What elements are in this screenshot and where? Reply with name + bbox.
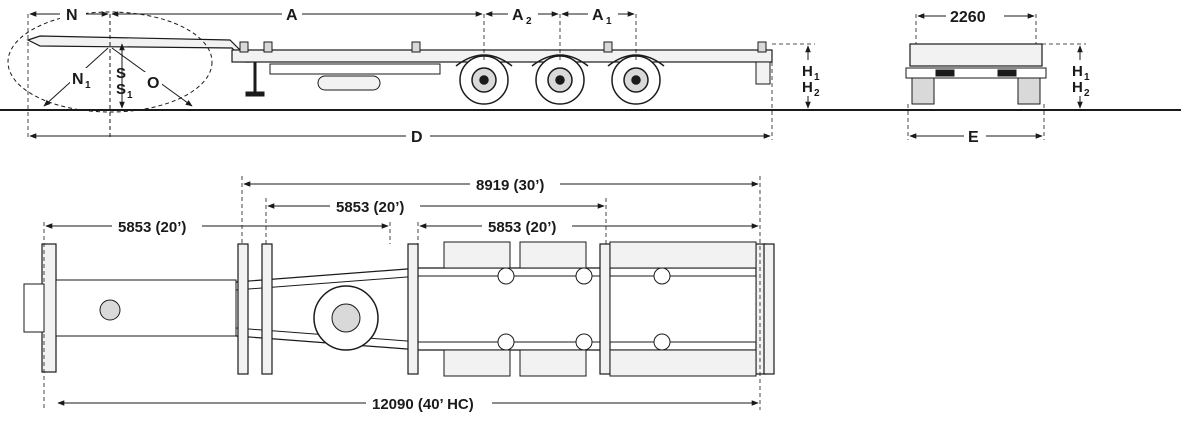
rear-bumper-bar	[905, 67, 1047, 79]
axle-hubs	[497, 267, 671, 351]
label-20ft-front: 5853 (20’)	[118, 219, 186, 236]
rear-label-H2: H	[1072, 79, 1083, 96]
rear-frame	[909, 43, 1043, 67]
rear-view	[905, 13, 1086, 140]
label-A2-sub: 2	[526, 16, 532, 27]
label-N: N	[66, 7, 78, 24]
rear-bumper	[755, 61, 771, 85]
rear-label-H2-sub: 2	[1084, 88, 1090, 99]
wheels	[455, 54, 665, 105]
label-H2: H	[802, 79, 813, 96]
twistlock-posts	[239, 41, 767, 53]
label-S1: S	[116, 81, 126, 98]
label-A2: A	[512, 7, 524, 24]
air-tank	[317, 75, 381, 91]
landing-gear-foot	[245, 91, 265, 97]
label-H1-sub: 1	[814, 72, 820, 83]
label-N1: N	[72, 71, 84, 88]
label-D: D	[411, 129, 423, 146]
rear-wheel-right	[1017, 77, 1041, 105]
label-O: O	[147, 75, 159, 92]
plan-view-labels: 8919 (30’) 5853 (20’) 5853 (20’) 5853 (2…	[112, 174, 572, 413]
label-A1-sub: 1	[606, 16, 612, 27]
label-A: A	[286, 7, 298, 24]
label-40ft-hc: 12090 (40’ HC)	[372, 396, 474, 413]
label-N1-sub: 1	[85, 80, 91, 91]
label-20ft-center: 5853 (20’)	[336, 199, 404, 216]
rear-wheel-left	[911, 77, 935, 105]
rear-label-H1: H	[1072, 63, 1083, 80]
kingpin	[99, 299, 121, 321]
frame-lower-rail	[269, 63, 441, 75]
side-view	[0, 11, 1181, 140]
rear-crossbeam	[763, 243, 775, 375]
gooseneck-section	[55, 279, 237, 337]
kingpin-plate	[23, 283, 45, 333]
rear-view-labels: 2260 H 1 H 2 E	[946, 6, 1100, 146]
plan-view	[23, 176, 775, 410]
label-S1-sub: 1	[127, 90, 133, 101]
label-H1: H	[802, 63, 813, 80]
label-S: S	[116, 65, 126, 82]
label-20ft-rear: 5853 (20’)	[488, 219, 556, 236]
label-A1: A	[592, 7, 604, 24]
axle-wheels	[443, 241, 757, 377]
side-view-labels: N A A 2 A 1 N 1 S S 1 O H 1 H 2 D	[60, 4, 830, 146]
label-2260: 2260	[950, 9, 986, 26]
swing-radius	[7, 11, 213, 113]
rear-label-H1-sub: 1	[1084, 72, 1090, 83]
label-E: E	[968, 129, 979, 146]
rear-light-left	[935, 69, 955, 77]
gooseneck	[26, 35, 252, 63]
label-30ft: 8919 (30’)	[476, 177, 544, 194]
rear-light-right	[997, 69, 1017, 77]
label-H2-sub: 2	[814, 88, 820, 99]
